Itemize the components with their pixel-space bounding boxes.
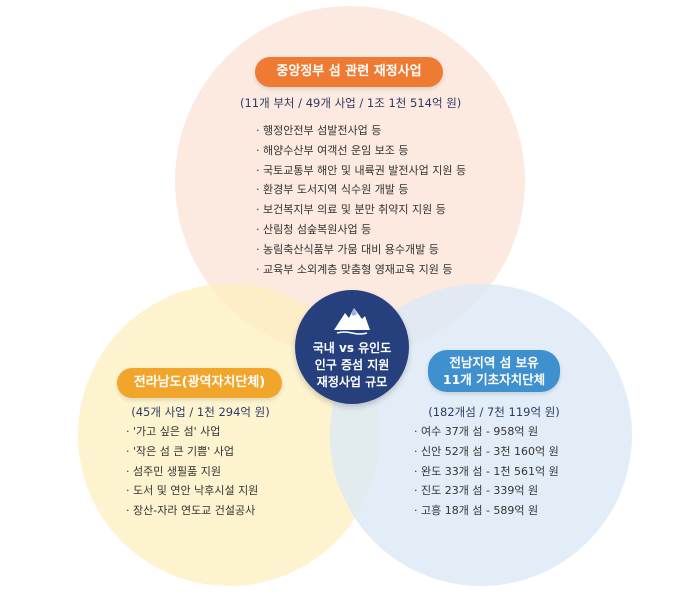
list-item: 고흥 18개 섬 - 589억 원 [414,501,559,521]
list-item: 환경부 도서지역 식수원 개발 등 [256,180,466,200]
jeonnam-province-summary: (45개 사업 / 1천 294억 원) [131,405,270,419]
list-item: 완도 33개 섬 - 1천 561억 원 [414,462,559,482]
local-governments-title: 전남지역 섬 보유 11개 기초자치단체 [428,350,560,392]
local-governments-list: 여수 37개 섬 - 958억 원 신안 52개 섬 - 3천 160억 원 완… [414,422,559,521]
list-item: 국토교통부 해안 및 내륙권 발전사업 지원 등 [256,161,466,181]
list-item: 진도 23개 섬 - 339억 원 [414,481,559,501]
center-title-line: 인구 증섬 지원 [314,358,390,372]
center-badge: 국내 vs 유인도 인구 증섬 지원 재정사업 규모 [295,290,409,404]
jeonnam-province-list: '가고 싶은 섬' 사업 '작은 섬 큰 기쁨' 사업 섬주민 생필품 지원 도… [126,422,258,521]
local-governments-title-line: 11개 기초자치단체 [442,372,546,387]
list-item: 장산-자라 연도교 건설공사 [126,501,258,521]
list-item: 교육부 소외계층 맞춤형 영재교육 지원 등 [256,260,466,280]
list-item: 여수 37개 섬 - 958억 원 [414,422,559,442]
list-item: 신안 52개 섬 - 3천 160억 원 [414,442,559,462]
list-item: '가고 싶은 섬' 사업 [126,422,258,442]
list-item: 행정안전부 섬발전사업 등 [256,121,466,141]
local-governments-summary: (182개섬 / 7천 119억 원) [428,405,560,419]
center-title-line: 재정사업 규모 [316,375,388,389]
local-governments-title-line: 전남지역 섬 보유 [449,355,539,370]
central-government-title: 중앙정부 섬 관련 재정사업 [255,57,443,87]
list-item: 섬주민 생필품 지원 [126,462,258,482]
list-item: '작은 섬 큰 기쁨' 사업 [126,442,258,462]
island-mountain-icon [334,308,370,335]
list-item: 도서 및 연안 낙후시설 지원 [126,481,258,501]
list-item: 보건복지부 의료 및 분만 취약지 지원 등 [256,200,466,220]
central-government-summary: (11개 부처 / 49개 사업 / 1조 1천 514억 원) [240,96,462,110]
center-title-line: 국내 vs 유인도 [312,341,392,355]
list-item: 농림축산식품부 가뭄 대비 용수개발 등 [256,240,466,260]
list-item: 산림청 섬숲복원사업 등 [256,220,466,240]
central-government-list: 행정안전부 섬발전사업 등 해양수산부 여객선 운임 보조 등 국토교통부 해안… [256,121,466,279]
list-item: 해양수산부 여객선 운임 보조 등 [256,141,466,161]
jeonnam-province-title: 전라남도(광역자치단체) [117,368,282,398]
